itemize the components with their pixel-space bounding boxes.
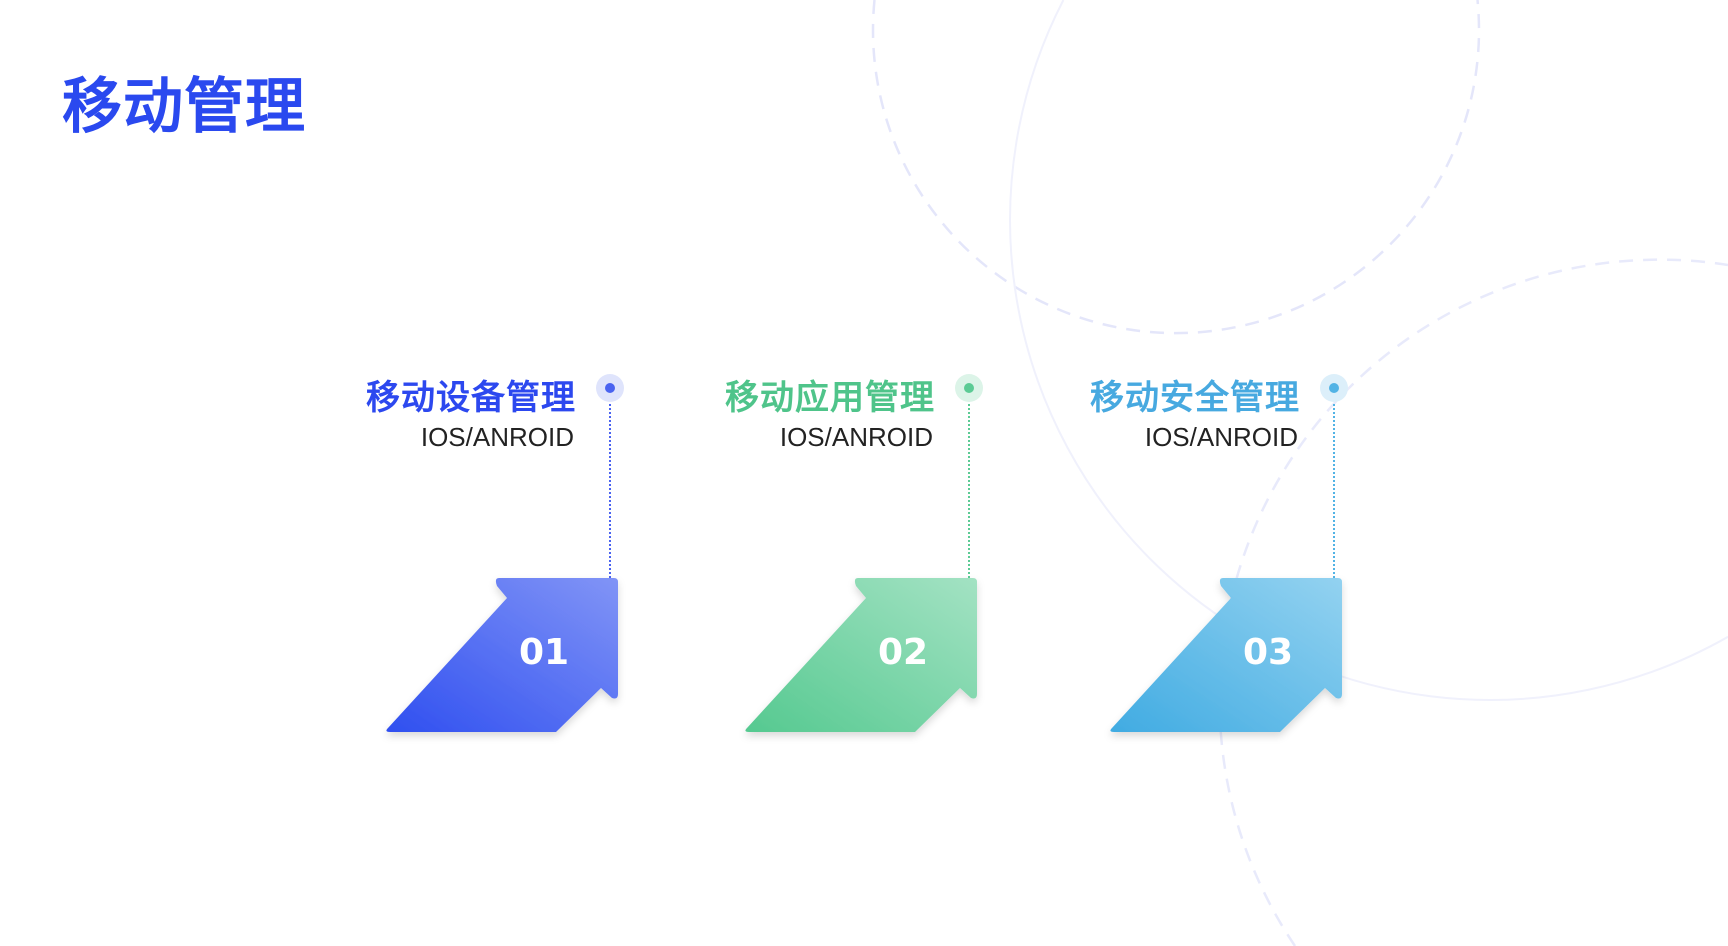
dotted-connector: [609, 404, 611, 578]
item-subtitle: IOS/ANROID: [420, 422, 574, 452]
arrow-shape-icon: [1110, 578, 1342, 732]
item-number: 02: [877, 632, 929, 673]
dot-marker-icon: [955, 374, 983, 402]
item-device-management: 移动设备管理 IOS/ANROID 01: [364, 360, 624, 750]
dot-marker-icon: [1320, 374, 1348, 402]
arrow-shape-icon: [745, 578, 977, 732]
item-subtitle: IOS/ANROID: [1144, 422, 1298, 452]
item-heading: 移动安全管理: [1090, 378, 1300, 418]
item-heading: 移动应用管理: [725, 378, 935, 418]
item-security-management: 移动安全管理 IOS/ANROID 03: [1088, 360, 1348, 750]
page-title: 移动管理: [62, 72, 306, 142]
dotted-connector: [968, 404, 970, 578]
item-subtitle: IOS/ANROID: [779, 422, 933, 452]
arrow-shape-icon: [386, 578, 618, 732]
item-app-management: 移动应用管理 IOS/ANROID 02: [723, 360, 983, 750]
item-heading: 移动设备管理: [366, 378, 576, 418]
dotted-connector: [1333, 404, 1335, 578]
item-number: 01: [518, 632, 570, 673]
item-number: 03: [1242, 632, 1294, 673]
dot-marker-icon: [596, 374, 624, 402]
